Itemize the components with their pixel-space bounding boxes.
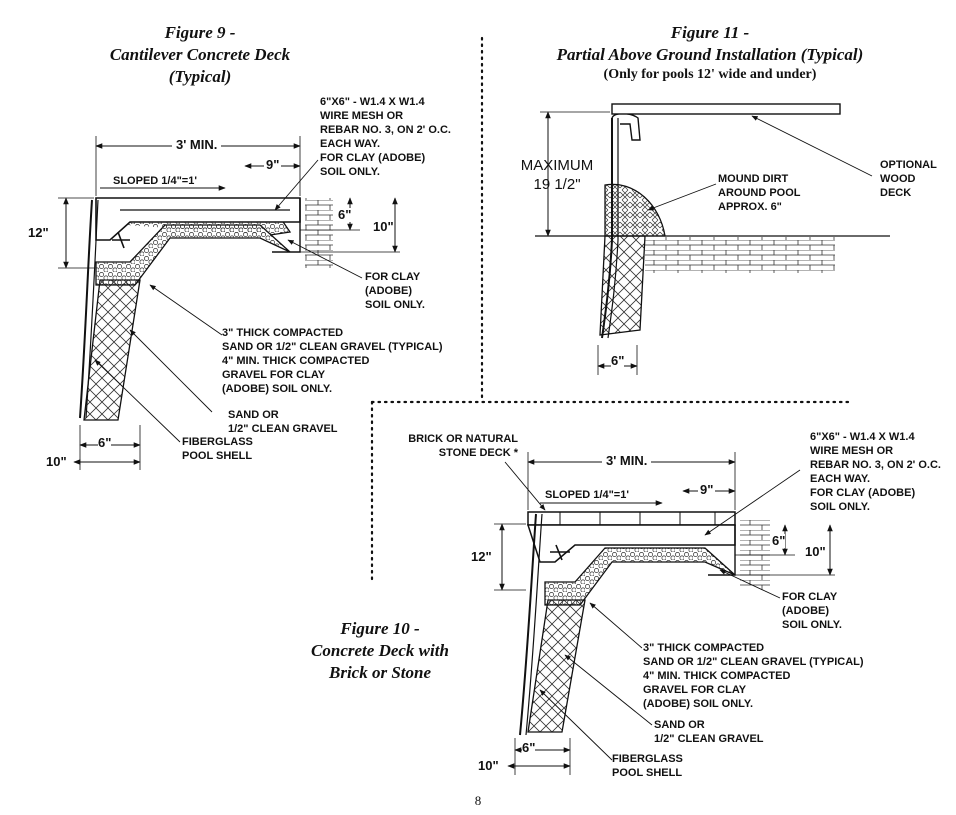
fig10-sand-line: 1/2" CLEAN GRAVEL (654, 733, 764, 745)
fig11-optional-line: OPTIONAL (880, 159, 937, 171)
fig10-fiberglass-line: FIBERGLASS (612, 753, 683, 765)
fig9-compacted-line: (ADOBE) SOIL ONLY. (222, 383, 333, 395)
fig11-maximum-note: MAXIMUM 19 1/2" (516, 156, 598, 194)
fig10-fiberglass-note: FIBERGLASS POOL SHELL (612, 752, 683, 780)
fig10-compacted-line: (ADOBE) SOIL ONLY. (643, 698, 754, 710)
fig9-wire-mesh-note: 6"X6" - W1.4 X W1.4 WIRE MESH OR REBAR N… (320, 95, 451, 179)
fig10-sloped: SLOPED 1/4"=1' (545, 489, 629, 501)
fig9-wire-mesh-line: WIRE MESH OR (320, 110, 404, 122)
fig9-for-clay-line: (ADOBE) (365, 285, 413, 297)
figure-10-subtitle-1: Concrete Deck with (311, 641, 449, 660)
figure-11-subtitle-1: Partial Above Ground Installation (Typic… (556, 45, 864, 64)
figure-10-title: Figure 10 - Concrete Deck with Brick or … (290, 618, 470, 684)
fig10-compacted-note: 3" THICK COMPACTED SAND OR 1/2" CLEAN GR… (643, 641, 864, 711)
fig9-sand-line: SAND OR (228, 409, 279, 421)
figure-11-drawing (535, 103, 890, 375)
fig9-for-clay-line: FOR CLAY (365, 271, 421, 283)
fig11-optional-line: DECK (880, 187, 912, 199)
fig10-for-clay-line: FOR CLAY (782, 591, 838, 603)
fig9-sand-note: SAND OR 1/2" CLEAN GRAVEL (228, 408, 338, 436)
figure-9-subtitle-1: Cantilever Concrete Deck (109, 45, 291, 64)
figure-11-title: Figure 11 - Partial Above Ground Install… (510, 22, 910, 84)
figure-9-drawing (58, 136, 400, 470)
fig10-brick-line: BRICK OR NATURAL (408, 433, 518, 445)
fig9-bottom-six: 6" (98, 435, 112, 450)
fig10-wire-mesh-line: WIRE MESH OR (810, 445, 894, 457)
fig10-fiberglass-line: POOL SHELL (612, 767, 683, 779)
fig10-for-clay-line: SOIL ONLY. (782, 619, 842, 631)
fig10-sand-note: SAND OR 1/2" CLEAN GRAVEL (654, 718, 764, 746)
fig10-three-min: 3' MIN. (602, 454, 652, 468)
section-dividers (370, 36, 852, 582)
fig10-compacted-line: 4" MIN. THICK COMPACTED (643, 670, 791, 682)
fig10-six-in: 6" (772, 533, 786, 548)
figure-10-title-line: Figure 10 - (340, 619, 420, 638)
figure-9-title: Figure 9 - Cantilever Concrete Deck (Typ… (70, 22, 330, 88)
fig10-twelve-in: 12" (471, 549, 492, 564)
fig10-brick-line: STONE DECK * (438, 447, 518, 459)
fig9-compacted-note: 3" THICK COMPACTED SAND OR 1/2" CLEAN GR… (222, 326, 443, 396)
fig9-fiberglass-line: FIBERGLASS (182, 436, 253, 448)
fig9-wire-mesh-line: SOIL ONLY. (320, 166, 380, 178)
fig10-compacted-line: SAND OR 1/2" CLEAN GRAVEL (TYPICAL) (643, 656, 864, 668)
figure-11-subtitle-2: (Only for pools 12' wide and under) (603, 67, 817, 82)
fig11-optional-note: OPTIONAL WOOD DECK (880, 158, 937, 200)
fig11-mound-line: APPROX. 6" (718, 201, 782, 213)
fig9-wire-mesh-line: 6"X6" - W1.4 X W1.4 (320, 96, 425, 108)
fig9-compacted-line: 3" THICK COMPACTED (222, 327, 344, 339)
fig10-compacted-line: 3" THICK COMPACTED (643, 642, 765, 654)
fig9-three-min: 3' MIN. (172, 138, 222, 152)
fig11-optional-line: WOOD (880, 173, 916, 185)
fig10-wire-mesh-line: EACH WAY. (810, 473, 871, 485)
fig9-fiberglass-note: FIBERGLASS POOL SHELL (182, 435, 253, 463)
fig9-bottom-ten: 10" (46, 454, 67, 469)
fig10-ten-in: 10" (805, 544, 826, 559)
fig11-maximum-line: 19 1/2" (533, 176, 581, 193)
fig9-compacted-line: GRAVEL FOR CLAY (222, 369, 326, 381)
fig10-wire-mesh-note: 6"X6" - W1.4 X W1.4 WIRE MESH OR REBAR N… (810, 430, 941, 514)
figure-9-subtitle-2: (Typical) (168, 67, 232, 86)
fig9-for-clay-note: FOR CLAY (ADOBE) SOIL ONLY. (365, 270, 425, 312)
fig10-for-clay-line: (ADOBE) (782, 605, 830, 617)
fig10-wire-mesh-line: FOR CLAY (ADOBE) (810, 487, 916, 499)
figure-10-drawing (494, 452, 835, 775)
fig11-mound-line: MOUND DIRT (718, 173, 789, 185)
fig9-fiberglass-line: POOL SHELL (182, 450, 253, 462)
fig11-mound-note: MOUND DIRT AROUND POOL APPROX. 6" (718, 172, 801, 214)
fig9-wire-mesh-line: REBAR NO. 3, ON 2' O.C. (320, 124, 451, 136)
fig10-wire-mesh-line: SOIL ONLY. (810, 501, 870, 513)
fig10-compacted-line: GRAVEL FOR CLAY (643, 684, 747, 696)
fig9-twelve-in: 12" (28, 225, 49, 240)
fig9-wire-mesh-line: EACH WAY. (320, 138, 381, 150)
fig9-ten-in: 10" (373, 219, 394, 234)
fig10-bottom-six: 6" (522, 740, 536, 755)
fig10-bottom-ten: 10" (478, 758, 499, 773)
page-number: 8 (474, 793, 482, 808)
fig9-for-clay-line: SOIL ONLY. (365, 299, 425, 311)
fig10-nine-in: 9" (698, 482, 716, 497)
fig9-sloped: SLOPED 1/4"=1' (113, 175, 197, 187)
fig9-compacted-line: 4" MIN. THICK COMPACTED (222, 355, 370, 367)
fig11-six-in: 6" (611, 353, 625, 368)
fig10-wire-mesh-line: REBAR NO. 3, ON 2' O.C. (810, 459, 941, 471)
fig9-compacted-line: SAND OR 1/2" CLEAN GRAVEL (TYPICAL) (222, 341, 443, 353)
fig9-six-in: 6" (338, 207, 352, 222)
figure-10-subtitle-2: Brick or Stone (328, 663, 432, 682)
fig10-brick-note: BRICK OR NATURAL STONE DECK * (400, 432, 518, 460)
fig9-wire-mesh-line: FOR CLAY (ADOBE) (320, 152, 426, 164)
fig11-maximum-line: MAXIMUM (520, 157, 594, 174)
figure-11-title-line: Figure 11 - (670, 23, 750, 42)
fig11-mound-line: AROUND POOL (718, 187, 801, 199)
figure-9-title-line: Figure 9 - (164, 23, 236, 42)
fig10-wire-mesh-line: 6"X6" - W1.4 X W1.4 (810, 431, 915, 443)
fig10-sand-line: SAND OR (654, 719, 705, 731)
fig9-nine-in: 9" (264, 157, 282, 172)
fig10-for-clay-note: FOR CLAY (ADOBE) SOIL ONLY. (782, 590, 842, 632)
fig9-sand-line: 1/2" CLEAN GRAVEL (228, 423, 338, 435)
